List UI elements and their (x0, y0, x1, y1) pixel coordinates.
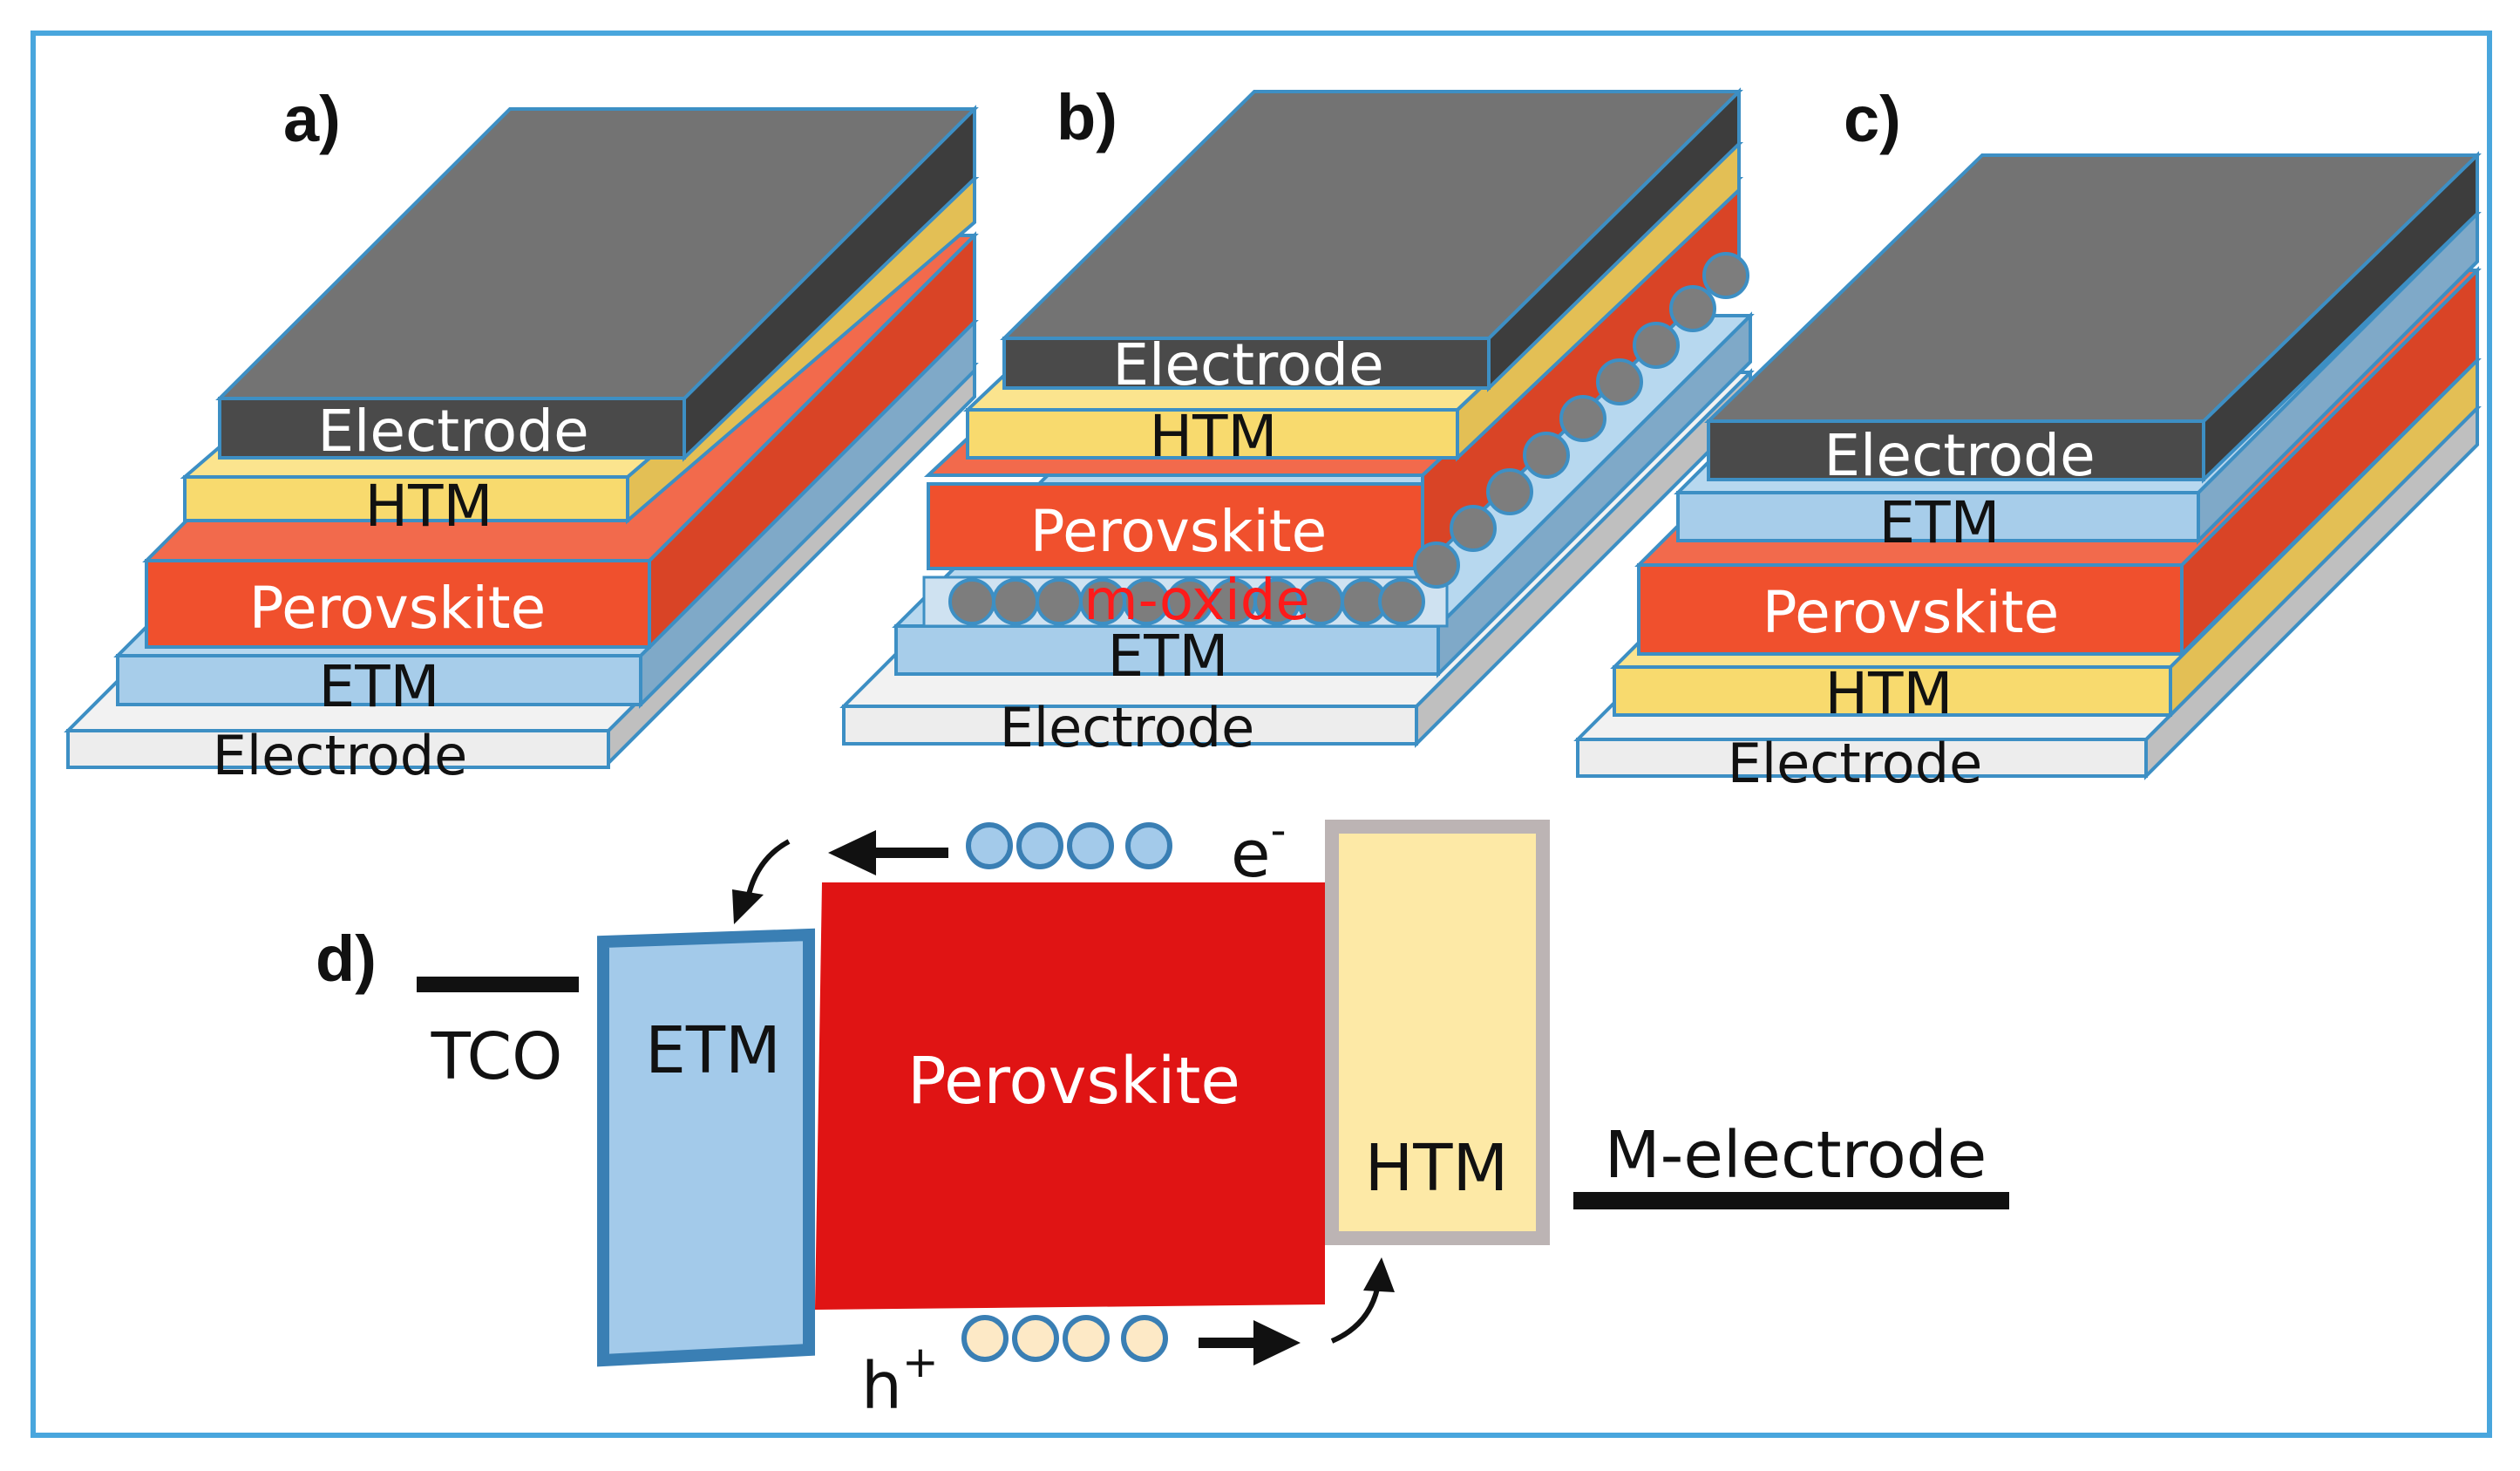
m-oxide-particle (1633, 322, 1680, 369)
htm-label: HTM (1365, 1131, 1509, 1206)
panel-b-m-oxide-label: m-oxide (1083, 569, 1309, 633)
electron-circle (1067, 822, 1114, 869)
panel-b-electrode-front (1002, 337, 1491, 390)
panel-b-perovskite-front (927, 482, 1424, 570)
hole-letter: h (861, 1349, 902, 1424)
electron-letter: e (1231, 817, 1271, 892)
panel-a-htm-front (183, 475, 629, 522)
m-oxide-particle (992, 578, 1039, 625)
panel-c-electrode-front (1707, 419, 2205, 481)
panel-a-perovskite-front (145, 559, 651, 649)
panel-a: a) Electrode HTM Perovskite ETM Electrod… (64, 83, 980, 787)
m-oxide-particle (1596, 358, 1643, 405)
m-oxide-particle (1486, 468, 1533, 515)
panel-a-label: a) (283, 83, 341, 155)
m-oxide-particle (1523, 432, 1570, 479)
panel-b-top-electrode-label: Electrode (1112, 331, 1383, 398)
electron-symbol: e- (1231, 805, 1287, 892)
hole-curve-arrow-head (1363, 1257, 1395, 1292)
panel-a-bottom-electrode-front (66, 729, 610, 769)
htm-block (1325, 820, 1550, 1245)
electron-arrow-head (828, 830, 876, 875)
tco-level-line (417, 977, 579, 992)
panel-a-etm-front (116, 654, 642, 706)
electron-circles (966, 822, 1172, 869)
hole-curve-arrow (1330, 1288, 1380, 1344)
m-oxide-particle (1413, 541, 1460, 589)
panel-b-bottom-electrode-label: Electrode (1000, 696, 1255, 759)
electron-curve-arrow-head (732, 889, 764, 924)
panel-d: d) TCO ETM Perovskite HTM M-electrode e- (316, 805, 2009, 1424)
panel-c-perovskite-label: Perovskite (1763, 579, 2060, 646)
panel-c-perovskite-front (1637, 563, 2184, 656)
perovskite-block (815, 882, 1325, 1310)
hole-arrow-head (1253, 1320, 1301, 1365)
panel-b-htm-label: HTM (1150, 403, 1278, 470)
panel-d-label: d) (316, 923, 377, 995)
panel-b-perovskite-label: Perovskite (1030, 498, 1328, 565)
panel-b-etm-label: ETM (1108, 623, 1229, 690)
electron-circle (1125, 822, 1172, 869)
panel-c-htm-front (1613, 665, 2172, 717)
panel-a-htm-label: HTM (365, 473, 493, 540)
panel-c-label: c) (1844, 83, 1901, 155)
m-oxide-particle (948, 578, 995, 625)
panel-b: b) Electrode HTM Perovskite m-oxide ETM … (839, 81, 1755, 759)
hole-charge: + (902, 1337, 939, 1387)
tco-label: TCO (431, 1019, 563, 1094)
etm-label: ETM (645, 1013, 781, 1088)
panel-c-etm-front (1676, 491, 2200, 542)
hole-circle (961, 1315, 1009, 1362)
electron-curve-arrow (745, 839, 791, 899)
panel-b-htm-front (966, 408, 1459, 460)
electron-charge: - (1271, 805, 1287, 855)
m-oxide-particle (1669, 285, 1716, 332)
panel-a-bottom-electrode-label: Electrode (213, 724, 468, 787)
m-electrode-level-line (1573, 1192, 2009, 1209)
panel-b-bottom-electrode-front (842, 705, 1418, 746)
panel-b-label: b) (1056, 81, 1117, 153)
panel-c: c) Electrode ETM Perovskite HTM Electrod… (1573, 83, 2482, 795)
panel-b-etm-front (894, 624, 1440, 676)
hole-circles (961, 1315, 1168, 1362)
perovskite-label: Perovskite (907, 1044, 1240, 1119)
panel-c-top-electrode-label: Electrode (1824, 422, 2095, 489)
m-oxide-particle (1378, 578, 1425, 625)
panel-a-perovskite-label: Perovskite (249, 575, 547, 642)
m-oxide-particle (1036, 578, 1083, 625)
panel-c-bottom-electrode-label: Electrode (1728, 732, 1983, 795)
panel-a-top-electrode-label: Electrode (317, 398, 588, 465)
m-oxide-particle (1559, 395, 1606, 442)
m-electrode-label: M-electrode (1605, 1118, 1987, 1193)
figure-frame (31, 31, 2492, 1438)
etm-block (597, 928, 815, 1367)
hole-circle (1012, 1315, 1059, 1362)
electron-circle (1016, 822, 1063, 869)
panel-c-etm-label: ETM (1879, 489, 2000, 556)
panel-a-electrode-front (218, 397, 686, 460)
panel-a-etm-label: ETM (319, 653, 440, 720)
panel-b-m-oxide-particles (948, 252, 1749, 625)
hole-circle (1121, 1315, 1168, 1362)
m-oxide-particle (1450, 505, 1497, 552)
panel-c-bottom-electrode-front (1576, 738, 2148, 778)
electron-circle (966, 822, 1013, 869)
panel-c-htm-label: HTM (1825, 660, 1953, 727)
m-oxide-particle (1702, 252, 1749, 299)
hole-symbol: h+ (861, 1337, 939, 1424)
hole-circle (1063, 1315, 1110, 1362)
